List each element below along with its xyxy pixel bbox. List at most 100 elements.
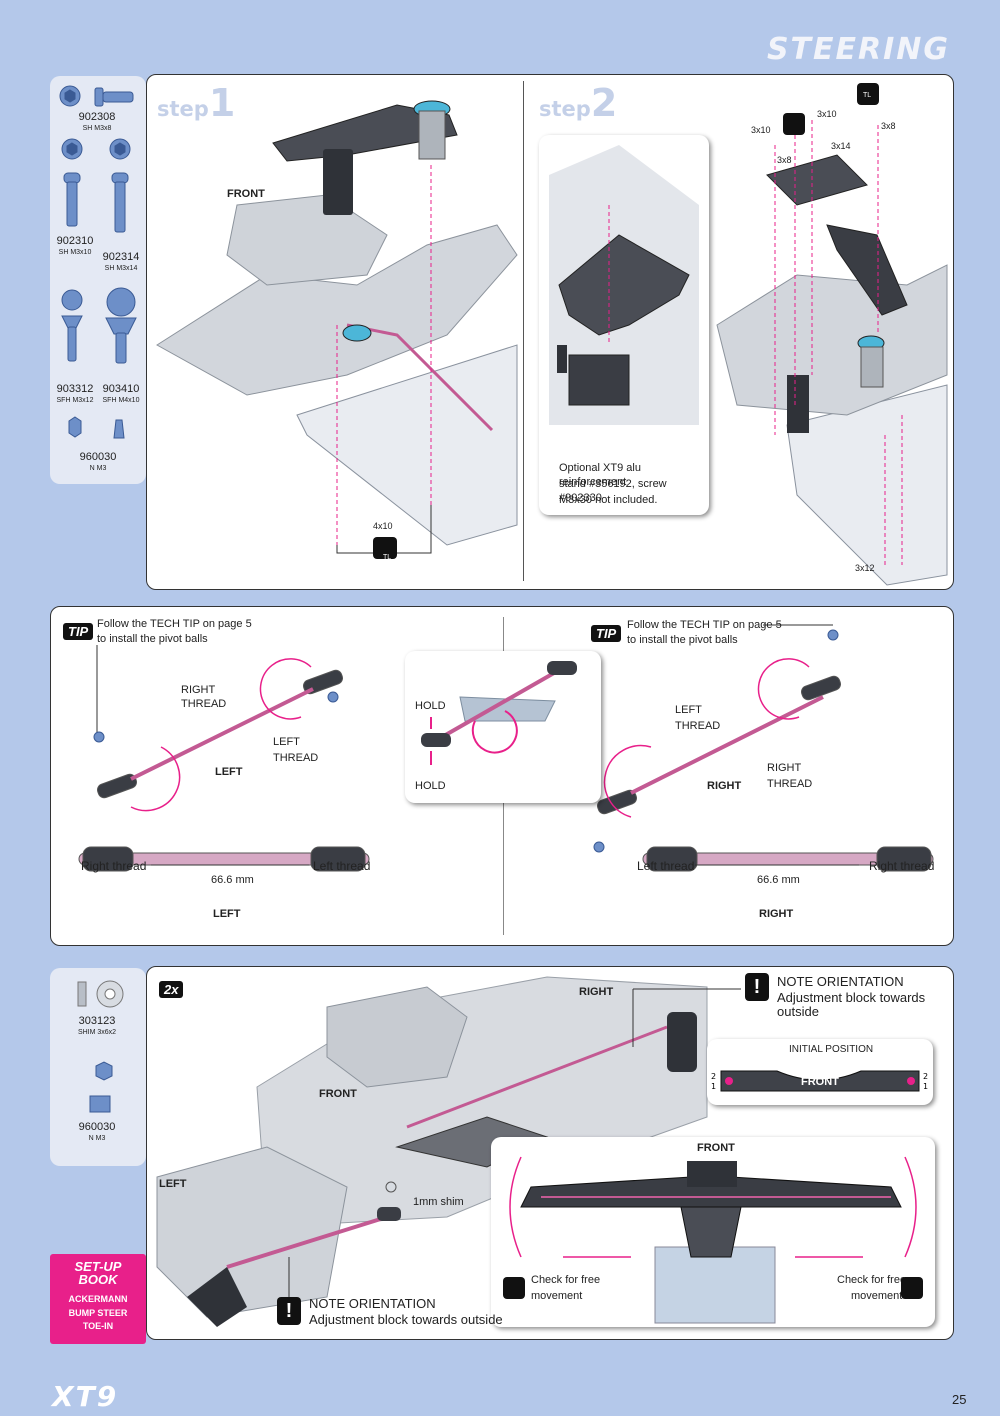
right-link-right-thread-1: RIGHT — [767, 762, 802, 774]
link-assembly-panel: 2x RIGHT FRONT LEFT 1mm shim ! NOTE ORIE… — [146, 966, 954, 1340]
right-side-label: RIGHT — [579, 986, 614, 998]
left-side-label: LEFT — [159, 1178, 187, 1190]
warning-icon-top: ! — [745, 973, 769, 1001]
tl-label-step2: TL — [863, 92, 872, 99]
measure-right-length: 66.6 mm — [757, 874, 800, 886]
warning-icon-bottom: ! — [277, 1297, 301, 1325]
measure-left-b: Left thread — [313, 859, 371, 873]
check-movement-right-2: movement — [851, 1290, 903, 1302]
initial-position-title: INITIAL POSITION — [789, 1044, 874, 1055]
optional-reinforcement-inset: Optional XT9 alu reinforcement stand #35… — [539, 135, 709, 515]
left-link-right-thread-2: THREAD — [181, 698, 227, 710]
check-movement-right-1: Check for free — [837, 1274, 907, 1286]
optional-note-line1: Optional XT9 alu reinforcement — [559, 462, 641, 488]
note-orientation-text-bottom: Adjustment block towards outside — [309, 1312, 503, 1327]
check-movement-icon-left — [503, 1277, 525, 1299]
screw-size-3x10-a: 3x10 — [751, 125, 771, 135]
optional-note-line2: stand #356192, screw #902330 — [559, 478, 667, 504]
setup-book-title-2: BOOK — [78, 1272, 118, 1287]
step-2-title: step2 — [539, 81, 618, 125]
check-movement-left-2: movement — [531, 1290, 583, 1302]
tl-label-step1: TL — [383, 554, 392, 561]
tip-text-left-2: to install the pivot balls — [97, 633, 208, 645]
shim-nut-illustrations — [77, 980, 124, 1113]
left-link-measure: Right thread Left thread 66.6 mm LEFT — [69, 849, 371, 925]
tip-badge-left: TIP — [63, 623, 94, 640]
svg-text:1: 1 — [711, 1082, 716, 1091]
hardware-illustrations — [59, 85, 137, 439]
assembly-drawing — [156, 976, 741, 1327]
right-link-measure: Left thread Right thread 66.6 mm RIGHT — [633, 849, 935, 925]
screw-size-3x8-b: 3x8 — [881, 121, 896, 131]
measure-right-b: Right thread — [869, 859, 935, 873]
screw-size-3x12: 3x12 — [855, 563, 875, 573]
screw-size-3x8-a: 3x8 — [777, 155, 792, 165]
tip-badge-right: TIP — [591, 625, 622, 642]
measure-right-a: Left thread — [637, 859, 695, 873]
measure-right-name: RIGHT — [759, 908, 794, 920]
optional-note-line3: M3x30 not included. — [559, 494, 658, 506]
note-orientation-title-bottom: NOTE ORIENTATION — [309, 1296, 436, 1311]
tip-text-right-1: Follow the TECH TIP on page 5 — [627, 619, 782, 631]
wrench-hold-inset: HOLD HOLD — [405, 651, 601, 803]
reinforcement-drawing — [549, 145, 699, 425]
right-link-right-thread-2: THREAD — [767, 778, 813, 790]
shim-label: 1mm shim — [413, 1196, 464, 1208]
setup-book-box: SET-UP BOOK ACKERMANN BUMP STEER TOE-IN — [50, 1254, 146, 1344]
left-link-left-thread-2: THREAD — [273, 752, 319, 764]
svg-text:1: 1 — [923, 1082, 928, 1091]
wrench-drawing — [421, 661, 577, 765]
note-orientation-title-top: NOTE ORIENTATION — [777, 974, 904, 989]
left-link-left-thread-1: LEFT — [273, 736, 300, 748]
setup-book-item-toe-in: TOE-IN — [82, 1321, 114, 1331]
measure-left-name: LEFT — [213, 908, 241, 920]
front-label-assembly: FRONT — [319, 1088, 357, 1100]
measure-left-a: Right thread — [81, 859, 147, 873]
steps-panel: step1 step2 FRONT 4x10 TL — [146, 74, 954, 590]
check-movement-left-1: Check for free — [531, 1274, 601, 1286]
screw-size-4x10: 4x10 — [373, 521, 393, 531]
step-1-title: step1 — [157, 81, 236, 125]
page-number: 25 — [952, 1392, 967, 1407]
check-movement-icon-right — [901, 1277, 923, 1299]
steering-links-panel: TIP Follow the TECH TIP on page 5 to ins… — [50, 606, 954, 946]
links-drawing — [78, 624, 934, 872]
free-movement-inset: FRONT Check for free movement Check for … — [491, 1137, 935, 1327]
front-suspension-drawing — [509, 1156, 917, 1324]
front-label-step1: FRONT — [227, 188, 265, 200]
right-link-left-thread-1: LEFT — [675, 704, 702, 716]
initial-position-inset: INITIAL POSITION 2 1 2 1 FRONT — [707, 1039, 933, 1105]
note-orientation-text-top: Adjustment block towards outside — [777, 990, 926, 1019]
hold-label-top: HOLD — [415, 700, 446, 712]
svg-text:2: 2 — [923, 1072, 928, 1081]
initial-front-label: FRONT — [801, 1076, 839, 1088]
section-title: STEERING — [766, 32, 950, 67]
setup-book-item-ackermann: ACKERMANN — [68, 1294, 128, 1304]
svg-text:2: 2 — [711, 1072, 716, 1081]
tip-text-right-2: to install the pivot balls — [627, 634, 738, 646]
brand-logo: XT9 — [52, 1380, 119, 1413]
tip-text-left-1: Follow the TECH TIP on page 5 — [97, 618, 252, 630]
setup-book-title-1: SET-UP — [74, 1259, 122, 1274]
left-link-name: LEFT — [215, 766, 243, 778]
front-label-movement: FRONT — [697, 1142, 735, 1154]
screw-size-3x10-b: 3x10 — [817, 109, 837, 119]
right-link-name: RIGHT — [707, 780, 742, 792]
left-link-right-thread-1: RIGHT — [181, 684, 216, 696]
carbon-plate-drawing: 2 1 2 1 — [711, 1070, 928, 1092]
right-link-left-thread-2: THREAD — [675, 720, 721, 732]
quantity-badge: 2x — [159, 981, 184, 998]
measure-left-length: 66.6 mm — [211, 874, 254, 886]
hold-label-bottom: HOLD — [415, 780, 446, 792]
setup-book-item-bump-steer: BUMP STEER — [68, 1308, 128, 1318]
